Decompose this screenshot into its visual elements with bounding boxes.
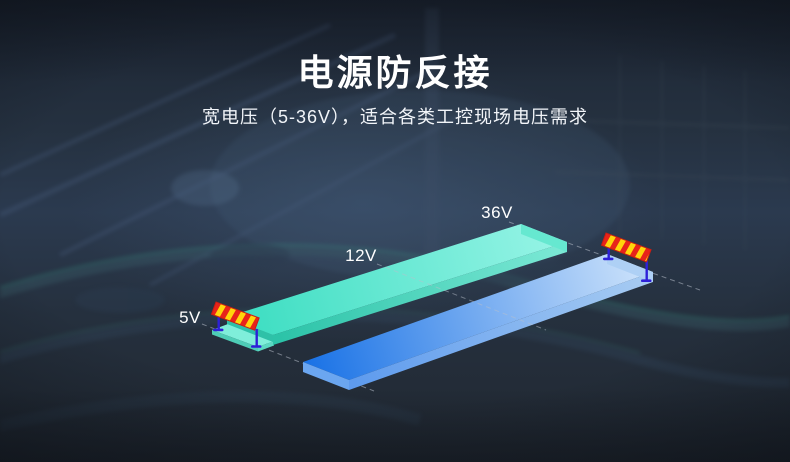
barrier-board xyxy=(600,232,652,263)
teal-ramp xyxy=(212,224,567,352)
page-title: 电源防反接 xyxy=(297,52,493,93)
voltage-label-36v: 36V xyxy=(481,203,513,222)
blue-ramp xyxy=(303,254,653,390)
teal-ramp-far-end-face xyxy=(521,224,567,252)
teal-ramp-top-face xyxy=(227,224,567,335)
teal-ramp-pad-end-side xyxy=(258,341,274,352)
barrier-icon-36v xyxy=(600,232,652,282)
blue-ramp-far-end-face xyxy=(607,254,653,282)
page-subtitle: 宽电压（5-36V），适合各类工控现场电压需求 xyxy=(201,107,589,127)
blue-ramp-top-face xyxy=(303,254,653,380)
barrier-legs xyxy=(603,243,652,282)
barrier-board xyxy=(210,301,260,331)
blue-ramp-near-end-face xyxy=(303,362,349,390)
teal-ramp-front-face xyxy=(273,242,567,345)
voltage-label-5v: 5V xyxy=(179,308,201,327)
teal-ramp-pad-side xyxy=(212,330,258,352)
barrier-legs xyxy=(213,312,262,348)
blue-ramp-front-face xyxy=(349,272,653,390)
barrier-icon-5v xyxy=(210,301,262,348)
teal-ramp-end-pad xyxy=(212,324,274,347)
guide-line-12v xyxy=(376,263,547,331)
voltage-label-12v: 12V xyxy=(345,246,377,265)
